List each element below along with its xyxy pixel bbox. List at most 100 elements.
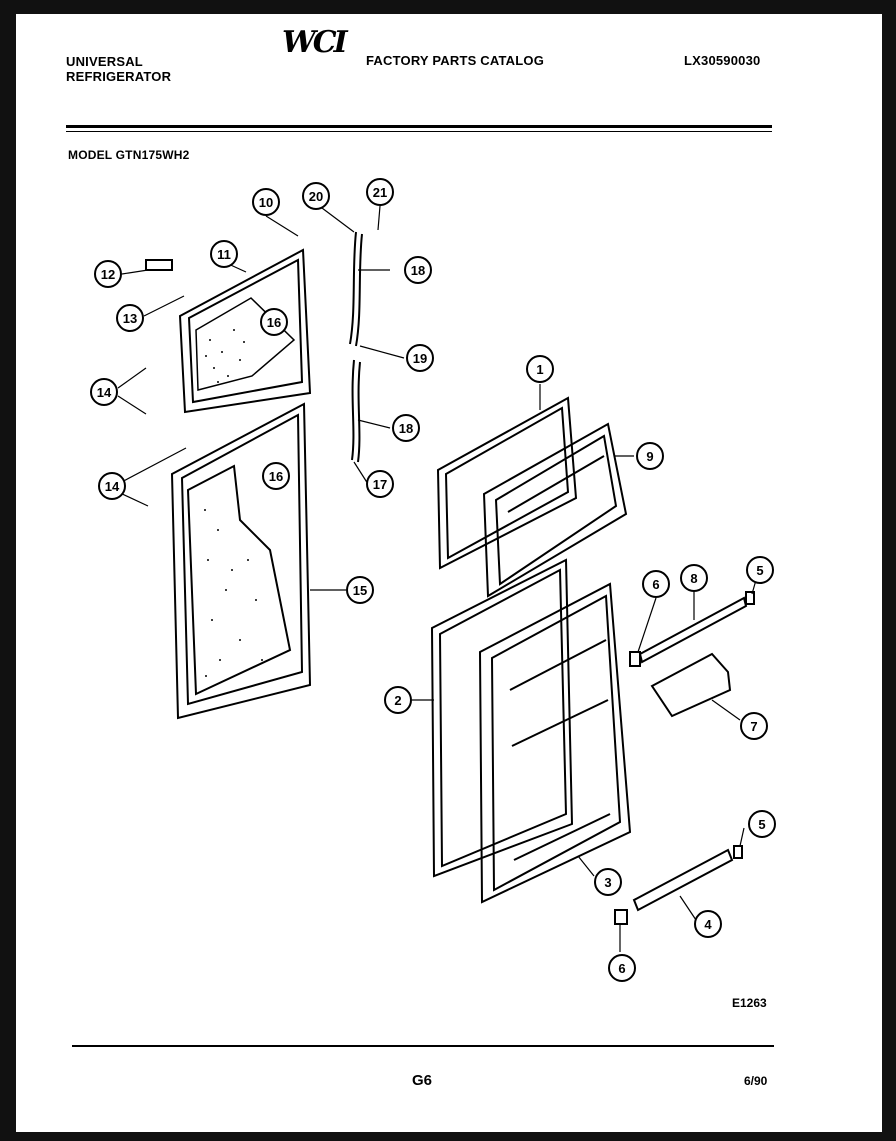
- callout-label: 6: [652, 577, 659, 592]
- callout-4: 4: [694, 910, 722, 938]
- footer-rule: [72, 1045, 774, 1047]
- callout-label: 18: [411, 263, 425, 278]
- callout-20: 20: [302, 182, 330, 210]
- callout-circle: [262, 462, 290, 490]
- callout-label: 13: [123, 311, 137, 326]
- rail-cap-lower: [614, 909, 628, 925]
- callout-circle: [608, 954, 636, 982]
- callout-2: 2: [384, 686, 412, 714]
- callout-label: 16: [269, 469, 283, 484]
- callout-circle: [94, 260, 122, 288]
- callout-circle: [642, 570, 670, 598]
- callout-circle: [392, 414, 420, 442]
- callout-3: 3: [594, 868, 622, 896]
- callout-9: 9: [636, 442, 664, 470]
- fresh-food-door: [170, 402, 312, 720]
- fresh-food-liner: [478, 582, 632, 904]
- callout-6: 6: [642, 570, 670, 598]
- brand-line-2: REFRIGERATOR: [66, 69, 172, 84]
- rail-end-cap: [745, 591, 755, 605]
- callout-13: 13: [116, 304, 144, 332]
- freezer-gasket: [436, 396, 578, 570]
- callout-label: 9: [646, 449, 653, 464]
- callout-circle: [384, 686, 412, 714]
- callout-label: 4: [704, 917, 712, 932]
- callout-label: 5: [758, 817, 765, 832]
- callout-label: 21: [373, 185, 387, 200]
- callout-circle: [636, 442, 664, 470]
- handle-trim: [145, 259, 173, 271]
- fresh-food-gasket: [430, 558, 574, 878]
- callout-circle: [252, 188, 280, 216]
- callout-11: 11: [210, 240, 238, 268]
- callout-circle: [98, 472, 126, 500]
- callout-circle: [90, 378, 118, 406]
- callout-label: 14: [105, 479, 120, 494]
- callout-14: 14: [90, 378, 118, 406]
- rail-end-cap-lower: [733, 845, 743, 859]
- callout-circle: [116, 304, 144, 332]
- callout-circle: [210, 240, 238, 268]
- figure-code: E1263: [732, 996, 767, 1010]
- callout-label: 2: [394, 693, 401, 708]
- callout-label: 3: [604, 875, 611, 890]
- callout-circle: [366, 470, 394, 498]
- callout-circle: [526, 355, 554, 383]
- door-hinges: [349, 231, 363, 463]
- shelf-rail-lower: [632, 848, 734, 912]
- callout-circle: [740, 712, 768, 740]
- door-bin: [650, 652, 732, 718]
- catalog-number: LX30590030: [684, 53, 761, 68]
- wci-logo: WCI: [282, 25, 348, 60]
- callout-label: 17: [373, 477, 387, 492]
- callout-18: 18: [392, 414, 420, 442]
- callout-circle: [748, 810, 776, 838]
- callout-label: 1: [536, 362, 543, 377]
- callout-circle: [366, 178, 394, 206]
- catalog-title: FACTORY PARTS CATALOG: [366, 53, 545, 68]
- freezer-door: [178, 248, 312, 414]
- callout-circle: [746, 556, 774, 584]
- callout-circle: [302, 182, 330, 210]
- callout-label: 7: [750, 719, 757, 734]
- callout-circle: [680, 564, 708, 592]
- shelf-rail-upper: [638, 596, 748, 664]
- callout-label: 20: [309, 189, 323, 204]
- callout-label: 12: [101, 267, 115, 282]
- callout-10: 10: [252, 188, 280, 216]
- callout-1: 1: [526, 355, 554, 383]
- callout-circle: [260, 308, 288, 336]
- callout-5: 5: [748, 810, 776, 838]
- callout-16: 16: [262, 462, 290, 490]
- brand-block: UNIVERSAL REFRIGERATOR: [66, 54, 171, 84]
- callout-label: 16: [267, 315, 281, 330]
- catalog-page: [16, 14, 882, 1132]
- callout-7: 7: [740, 712, 768, 740]
- callout-18: 18: [404, 256, 432, 284]
- callout-label: 8: [690, 571, 697, 586]
- page-number: G6: [412, 1072, 433, 1089]
- callout-5: 5: [746, 556, 774, 584]
- header-rule-top: [66, 125, 772, 128]
- callout-21: 21: [366, 178, 394, 206]
- callout-circle: [594, 868, 622, 896]
- callout-label: 10: [259, 195, 273, 210]
- brand-line-1: UNIVERSAL: [66, 54, 143, 69]
- callout-circle: [346, 576, 374, 604]
- callout-label: 19: [413, 351, 427, 366]
- callout-label: 11: [217, 247, 231, 262]
- callout-label: 15: [353, 583, 367, 598]
- callout-8: 8: [680, 564, 708, 592]
- rail-cap: [629, 651, 641, 667]
- callout-16: 16: [260, 308, 288, 336]
- callout-19: 19: [406, 344, 434, 372]
- callout-14: 14: [98, 472, 126, 500]
- callout-label: 18: [399, 421, 413, 436]
- callout-6: 6: [608, 954, 636, 982]
- callout-label: 14: [97, 385, 112, 400]
- callout-circle: [406, 344, 434, 372]
- callout-circle: [404, 256, 432, 284]
- callout-17: 17: [366, 470, 394, 498]
- callout-12: 12: [94, 260, 122, 288]
